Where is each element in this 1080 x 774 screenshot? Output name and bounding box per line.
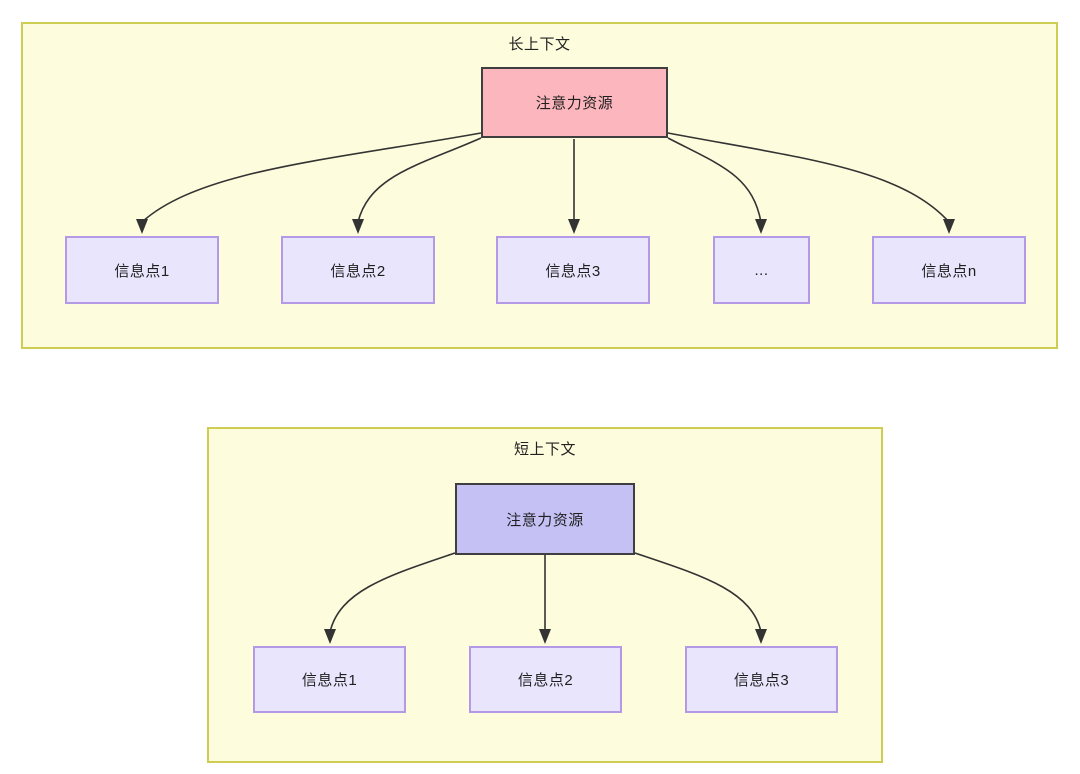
short-context-attention-resource-node[interactable]: 注意力资源 (455, 483, 635, 555)
short-context-info-node-2[interactable]: 信息点2 (469, 646, 622, 713)
short-context-info-node-3[interactable]: 信息点3 (685, 646, 838, 713)
short-context-info-node-1[interactable]: 信息点1 (253, 646, 406, 713)
long-context-title: 长上下文 (508, 36, 571, 53)
long-context-info-node-n[interactable]: 信息点n (872, 236, 1026, 304)
long-context-info-node-ellipsis[interactable]: ... (713, 236, 810, 304)
long-context-attention-resource-node[interactable]: 注意力资源 (481, 67, 668, 138)
long-context-info-node-2[interactable]: 信息点2 (281, 236, 435, 304)
long-context-info-node-1[interactable]: 信息点1 (65, 236, 219, 304)
short-context-title: 短上下文 (513, 441, 576, 458)
long-context-info-node-3[interactable]: 信息点3 (496, 236, 650, 304)
